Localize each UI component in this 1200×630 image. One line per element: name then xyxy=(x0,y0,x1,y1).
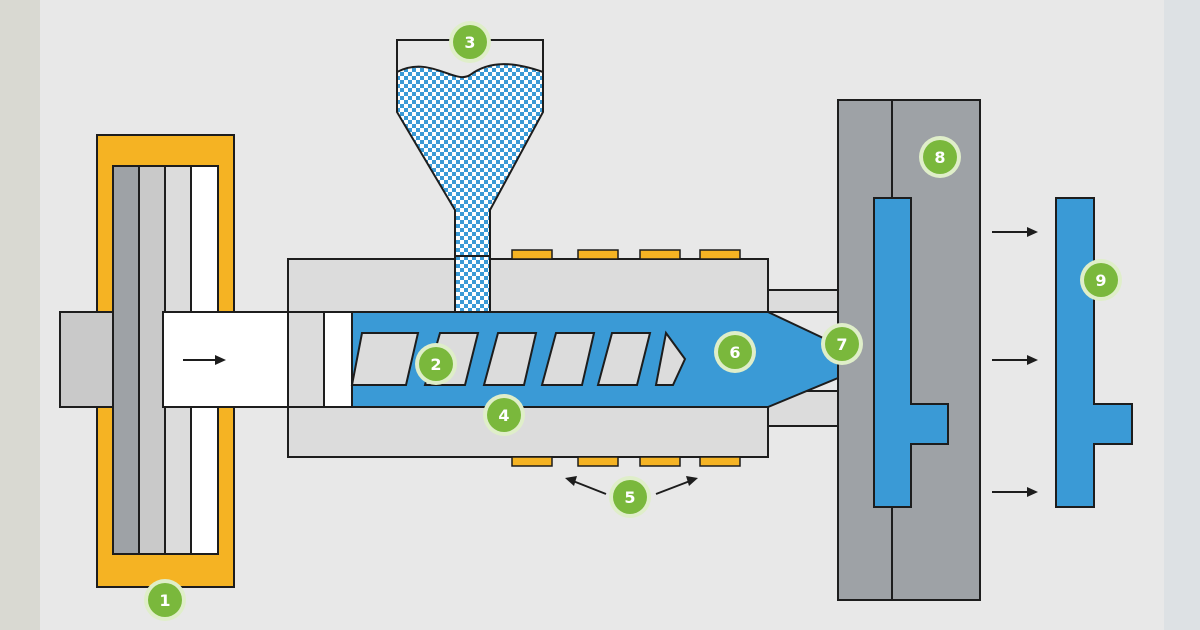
side-panel-left xyxy=(0,0,40,630)
heater-band xyxy=(639,249,681,260)
screw-tip xyxy=(654,330,687,386)
badge-circle xyxy=(1084,263,1118,297)
screw-flight xyxy=(482,332,538,386)
heater-band xyxy=(639,456,681,467)
mold xyxy=(837,99,981,601)
badge-number: 1 xyxy=(159,591,170,610)
number-badge-icon: 2 xyxy=(415,343,457,385)
arrow-right-icon xyxy=(183,355,226,365)
heater-band xyxy=(577,249,619,260)
screw-flight xyxy=(540,332,596,386)
piston-rod-left xyxy=(59,311,114,408)
arrow-right-icon xyxy=(655,476,698,495)
drive-plate-mid xyxy=(138,165,166,555)
badge-layer: 1 2 3 4 5 6 7 8 9 xyxy=(144,21,1122,621)
plunger-ring-b xyxy=(323,311,353,408)
drive-plate-dark xyxy=(112,165,140,555)
badge-number: 3 xyxy=(464,33,475,52)
number-badge-icon: 3 xyxy=(449,21,491,63)
heater-bands xyxy=(511,249,741,467)
badge-number: 4 xyxy=(498,406,509,425)
mold-cavity-part xyxy=(873,197,949,508)
barrel-top xyxy=(287,258,769,313)
heater-band xyxy=(699,249,741,260)
side-panel-right xyxy=(1164,0,1200,630)
badge-number: 5 xyxy=(624,488,635,507)
arrow-right-icon xyxy=(992,227,1038,237)
heater-band xyxy=(511,249,553,260)
arrow-right-icon xyxy=(565,476,607,495)
heater-band xyxy=(577,456,619,467)
piston-rod xyxy=(162,311,291,408)
badge-number: 2 xyxy=(430,355,441,374)
hopper xyxy=(396,39,544,258)
badge-circle xyxy=(718,335,752,369)
badge-circle xyxy=(453,25,487,59)
heater-band xyxy=(511,456,553,467)
badge-number: 6 xyxy=(729,343,740,362)
molded-part xyxy=(1055,197,1133,508)
heater-band xyxy=(699,456,741,467)
badge-circle xyxy=(148,583,182,617)
badge-circle xyxy=(825,327,859,361)
number-badge-icon: 8 xyxy=(919,136,961,178)
barrel-bottom xyxy=(287,406,769,458)
badge-number: 8 xyxy=(934,148,945,167)
drive-unit xyxy=(96,134,235,588)
number-badge-icon: 1 xyxy=(144,579,186,621)
number-badge-icon: 6 xyxy=(714,331,756,373)
badge-number: 7 xyxy=(836,335,847,354)
badge-circle xyxy=(923,140,957,174)
badge-circle xyxy=(613,480,647,514)
hopper-throat xyxy=(454,255,491,314)
badge-number: 9 xyxy=(1095,271,1106,290)
hopper-granules xyxy=(396,63,544,258)
screw xyxy=(350,330,687,386)
arrow-right-icon xyxy=(992,355,1038,365)
plunger-ring-a xyxy=(287,311,325,408)
number-badge-icon: 5 xyxy=(609,476,651,518)
nozzle-block-top xyxy=(767,289,839,313)
screw-flight xyxy=(350,332,420,386)
screw-flight xyxy=(596,332,652,386)
arrow-right-icon xyxy=(992,487,1038,497)
number-badge-icon: 9 xyxy=(1080,259,1122,301)
number-badge-icon: 7 xyxy=(821,323,863,365)
number-badge-icon: 4 xyxy=(483,394,525,436)
badge-circle xyxy=(419,347,453,381)
badge-circle xyxy=(487,398,521,432)
